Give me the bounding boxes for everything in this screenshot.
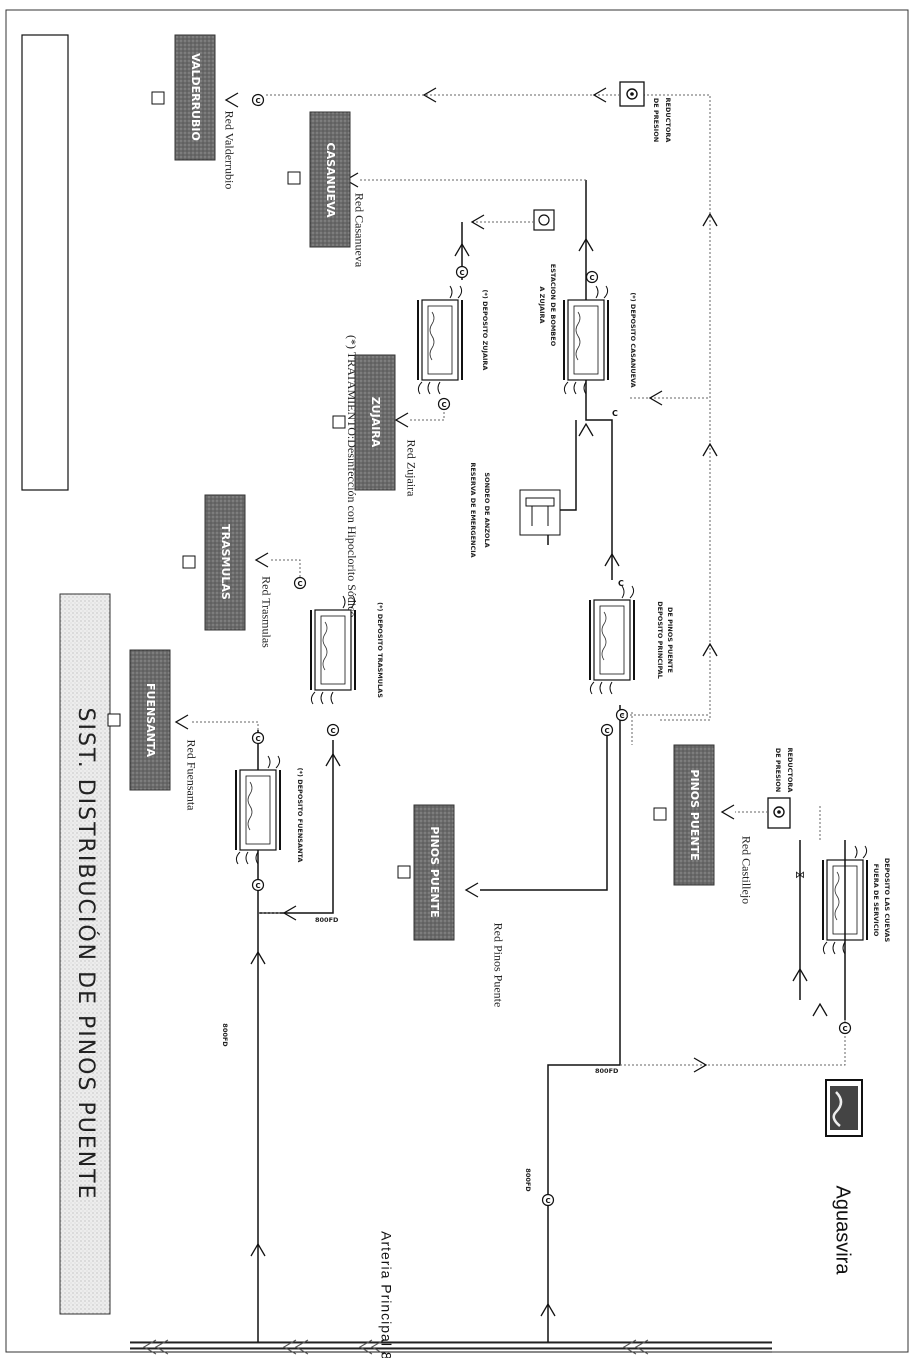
deposito-casanueva-label: (*) DEPOSITO CASANUEVA [629,292,637,387]
logo-text: Aguasvira [832,1186,854,1276]
svg-text:VALDERRUBIO: VALDERRUBIO [189,53,202,141]
red-trasmulas-label: Red Trasmulas [259,576,273,648]
deposito-fuensanta-label: (*) DEPOSITO FUENSANTA [296,768,304,863]
panel-casanueva: CASANUEVA [287,111,351,248]
pipe-label-branch: 800FD [595,1067,619,1075]
panel-zujaira: ZUJAIRA [332,354,396,491]
reductora-top-label-1: REDUCTORA [664,98,672,143]
deposito-cuevas-label-1: DEPOSITO LAS CUEVAS [883,858,891,943]
svg-text:PINOS PUENTE: PINOS PUENTE [428,826,441,917]
note-box [21,34,69,491]
panel-valderrubio: VALDERRUBIO [151,34,216,161]
pipe-label-riser: 800FD [524,1168,532,1192]
red-valderrubio-label: Red Valderrubio [222,111,236,190]
red-zujaira-label: Red Zujaira [404,440,418,498]
deposito-cuevas-label-2: FUERA DE SERVICIO [872,864,880,937]
svg-text:CASANUEVA: CASANUEVA [324,143,337,218]
title-box [59,593,111,1315]
reductora-castillejo-label-2: DE PRESION [774,748,782,792]
sondeo-anzola-icon [519,489,561,536]
main-artery [130,1342,772,1350]
sondeo-label-1: SONDEO DE ANZOLA [483,472,491,547]
panel-pinos-puente-castillejo: PINOS PUENTE [653,744,715,886]
deposito-principal-label-2: DE PINOS PUENTE [666,607,674,673]
svg-text:TRASMULAS: TRASMULAS [219,524,232,600]
pipe-label-trasmulas: 800FD [315,916,339,924]
estacion-label-1: ESTACION DE BOMBEO [549,264,557,347]
red-pinos-puente-label: Red Pinos Puente [491,923,505,1008]
svg-text:FUENSANTA: FUENSANTA [144,683,157,757]
estacion-label-2: A ZUJAIRA [538,286,546,323]
artery-label: Arteria Principal 800FD [378,1231,394,1358]
valve-letter-c1: C [618,579,624,588]
estacion-bombeo-icon [533,209,555,231]
svg-text:⋈: ⋈ [795,870,805,881]
red-casanueva-label: Red Casanueva [352,193,366,268]
valve-letter-c2: C [612,409,618,418]
panel-pinos-puente: PINOS PUENTE [397,804,455,941]
svg-text:PINOS PUENTE: PINOS PUENTE [688,769,701,860]
deposito-trasmulas-label: (*) DEPOSITO TRASMULAS [376,602,384,698]
reductora-castillejo-label-1: REDUCTORA [786,748,794,793]
panel-fuensanta: FUENSANTA [107,649,171,791]
deposito-principal-label-1: DEPOSITO PRINCIPAL [656,601,664,679]
pipe-label-fuensanta: 800FD [221,1023,229,1047]
red-fuensanta-label: Red Fuensanta [184,740,198,812]
svg-text:ZUJAIRA: ZUJAIRA [369,397,382,448]
red-castillejo-label: Red Castillejo [739,836,753,904]
page-title: SIST. DISTRIBUCIÓN DE PINOS PUENTE [73,707,99,1200]
panel-trasmulas: TRASMULAS [182,494,246,631]
sondeo-label-2: RESERVA DE EMERGENCIA [469,462,477,557]
deposito-zujaira-label: (*) DEPOSITO ZUJAIRA [481,290,489,371]
reductora-top-label-2: DE PRESION [652,98,660,142]
